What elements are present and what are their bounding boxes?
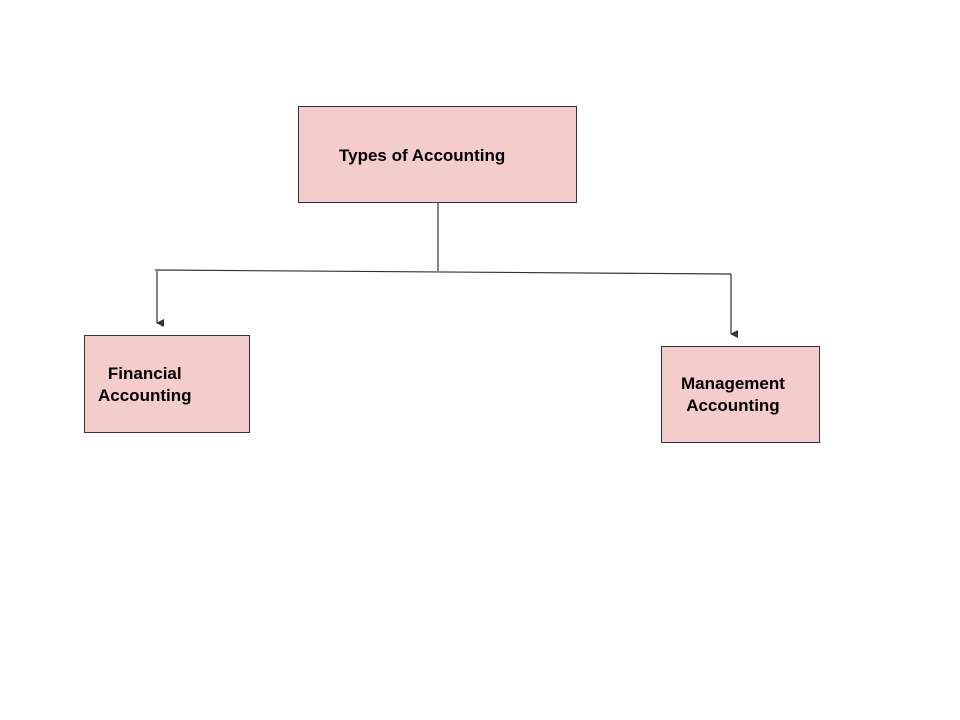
management-label-line-2: Accounting	[686, 396, 780, 415]
root-node-types-of-accounting: Types of Accounting	[298, 106, 577, 203]
management-node-label: Management Accounting	[681, 373, 785, 417]
financial-label-line-2: Accounting	[98, 386, 192, 405]
root-node-label: Types of Accounting	[339, 146, 506, 165]
child-node-management-accounting: Management Accounting	[661, 346, 820, 443]
horizontal-branch-line	[154, 269, 732, 275]
financial-label-line-1: Financial	[107, 364, 182, 383]
financial-node-label: Financial Accounting	[98, 363, 192, 407]
child-node-financial-accounting: Financial Accounting	[84, 335, 250, 433]
management-label-line-1: Management	[681, 374, 785, 393]
